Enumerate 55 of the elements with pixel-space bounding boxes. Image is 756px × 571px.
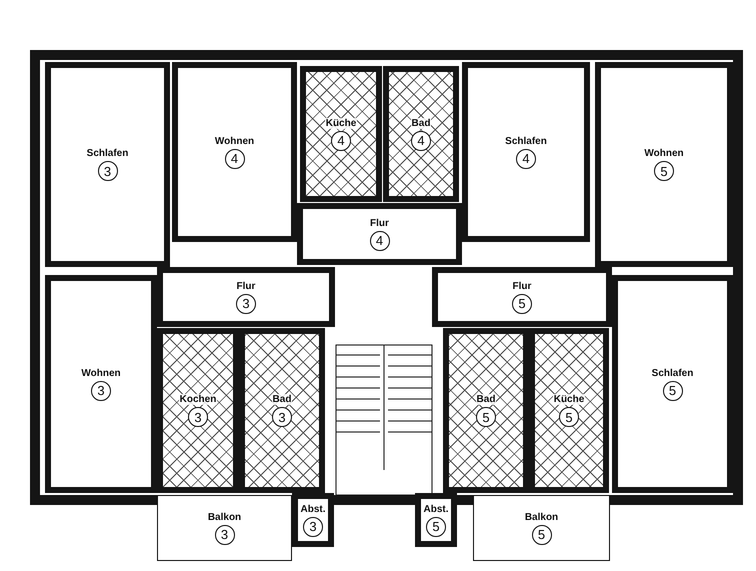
room-number: 4 (370, 230, 390, 250)
kitchen (300, 66, 382, 202)
living-room (595, 62, 733, 267)
room-name: Balkon (206, 512, 242, 522)
room-name: Schlafen (86, 148, 130, 159)
room-name: Bad (410, 118, 432, 128)
room-number: 5 (559, 407, 579, 427)
balcony (157, 495, 292, 561)
room-number: 3 (188, 407, 208, 427)
room-name: Balkon (524, 512, 560, 522)
bathroom (239, 328, 325, 493)
room-number: 3 (236, 294, 256, 314)
room-number: 3 (303, 516, 323, 536)
kitchen (529, 328, 609, 493)
room-number: 4 (411, 130, 431, 150)
room-number: 3 (272, 407, 292, 427)
bedroom (612, 275, 733, 493)
storage-room (415, 493, 457, 547)
room-number: 5 (512, 294, 532, 314)
bathroom (383, 66, 459, 202)
room-name: Abst. (300, 504, 326, 514)
room-name: Wohnen (80, 368, 122, 378)
room-name: Flur (512, 280, 532, 292)
room-number: 5 (532, 524, 552, 544)
room-number: 4 (331, 130, 351, 150)
living-room (45, 275, 157, 493)
room-name: Kochen (178, 394, 218, 405)
room-number: 5 (476, 407, 496, 427)
storage-room (292, 493, 334, 547)
bathroom (443, 328, 529, 493)
room-name: Abst. (422, 504, 450, 514)
room-name: Wohnen (643, 148, 685, 159)
hallway (432, 267, 612, 327)
bedroom (45, 62, 170, 267)
room-name: Küche (324, 118, 358, 128)
room-name: Küche (552, 394, 586, 405)
bedroom (462, 62, 590, 242)
room-name: Flur (369, 218, 390, 228)
room-name: Schlafen (504, 136, 548, 146)
room-name: Schlafen (650, 368, 694, 378)
room-number: 4 (516, 148, 536, 168)
room-name: Wohnen (214, 136, 256, 146)
room-name: Bad (476, 394, 496, 405)
living-room (172, 62, 297, 242)
hallway (157, 267, 335, 327)
room-number: 5 (654, 161, 674, 181)
room-name: Flur (236, 280, 256, 292)
balcony (473, 495, 610, 561)
room-number: 5 (426, 516, 446, 536)
room-name: Bad (272, 394, 292, 405)
room-number: 3 (98, 161, 118, 181)
room-number: 4 (224, 148, 244, 168)
room-number: 3 (214, 524, 234, 544)
room-number: 3 (91, 380, 111, 400)
room-number: 5 (662, 380, 682, 400)
